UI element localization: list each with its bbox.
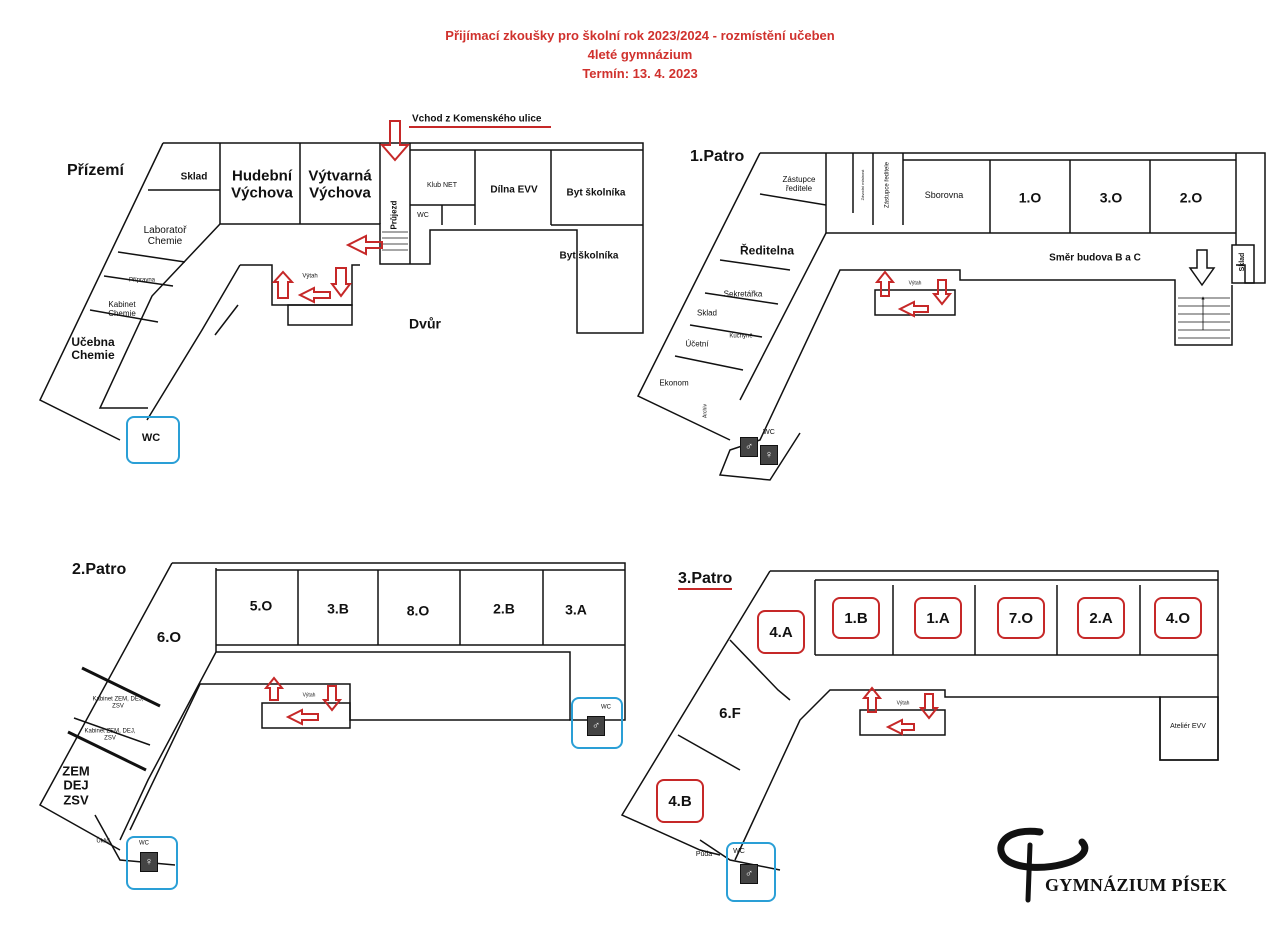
room-2a: 2.A [1077, 597, 1125, 639]
room-zem-dej-zsv: ZEM DEJ ZSV [62, 763, 90, 808]
room-sklad: Sklad [180, 171, 208, 183]
wc-highlight-second-left [126, 836, 178, 890]
room-ekonom: Ekonom [659, 378, 689, 388]
room-wc-third: WC [733, 848, 745, 856]
entrance-label: Vchod z Komenského ulice [412, 113, 542, 125]
wc-person-icon-third: ♂ [740, 864, 758, 884]
room-3a: 3.A [565, 601, 587, 618]
room-sklad-right: Sklad [1239, 252, 1247, 272]
room-6f: 6.F [719, 704, 741, 722]
room-hudebni-vychova: Hudební Výchova [231, 167, 293, 201]
wc-highlight-second-right [571, 697, 623, 749]
room-kabinet-zem-2: Kabinet ZEM, DEJ, ZSV [84, 728, 136, 741]
room-klub-net: Klub NET [427, 182, 457, 190]
room-sborovna: Sborovna [924, 190, 964, 201]
room-sklad-first: Sklad [696, 308, 718, 318]
room-wc-second-left: WC [139, 840, 149, 847]
room-prujezd: Průjezd [389, 200, 399, 230]
room-dilna-evv: Dílna EVV [490, 184, 538, 196]
room-wc-ground: WC [141, 431, 161, 444]
room-6o: 6.O [156, 628, 182, 646]
room-archiv: Archiv [702, 404, 709, 418]
second-floor-title: 2.Patro [72, 561, 127, 578]
direction-budova-b-c: Směr budova B a C [1049, 252, 1141, 264]
room-reditelna: Ředitelna [739, 243, 795, 258]
room-puda: Půda [695, 851, 713, 859]
room-4o: 4.O [1154, 597, 1202, 639]
wc-highlight-ground [126, 416, 180, 464]
room-kabinet-chemie: Kabinet Chemie [108, 300, 136, 318]
wc-highlight-third [726, 842, 776, 902]
room-1a: 1.A [914, 597, 962, 639]
room-byt-skolnika-2: Byt školníka [559, 250, 619, 262]
room-zastupce-reditele: Zástupce ředitele [782, 175, 816, 193]
room-uklid: Úklid [96, 838, 110, 845]
room-3b: 3.B [327, 600, 349, 617]
room-wc-first: WC [763, 429, 775, 437]
room-3o: 3.O [1099, 189, 1123, 206]
room-byt-skolnika-1: Byt školníka [566, 187, 626, 199]
room-zastupce-reditele-2: Zástupce ředitele [884, 161, 891, 209]
room-vytvarna-vychova: Výtvarná Výchova [308, 167, 372, 201]
room-wc-small: WC [417, 212, 429, 220]
room-laborator-chemie: Laboratoř Chemie [143, 225, 187, 247]
room-7o: 7.O [997, 597, 1045, 639]
room-ucetni: Účetní [685, 339, 709, 349]
room-2o: 2.O [1179, 189, 1203, 206]
wc-person-icon-second-right: ♂ [587, 716, 605, 736]
room-5o: 5.O [249, 597, 273, 614]
room-1o: 1.O [1018, 189, 1042, 206]
room-4a: 4.A [757, 610, 805, 654]
ground-floor-title: Přízemí [67, 162, 124, 179]
third-floor-title: 3.Patro [678, 570, 733, 590]
room-2b: 2.B [493, 600, 515, 617]
room-sekretarka: Sekretářka [723, 289, 763, 299]
courtyard-dvur: Dvůr [409, 315, 441, 332]
header-line-3: Termín: 13. 4. 2023 [582, 66, 698, 81]
wc-woman-icon: ♀ [760, 445, 778, 465]
elevator-first: Výtah [908, 280, 922, 287]
room-4b: 4.B [656, 779, 704, 823]
room-kuchyne: Kuchyně [729, 333, 753, 340]
room-ucebna-chemie: Učebna Chemie [71, 334, 115, 362]
room-zavodni-mistnost: Závodní místnost [859, 169, 865, 201]
elevator-ground: Výtah [302, 273, 318, 280]
room-8o: 8.O [406, 602, 430, 619]
first-floor-title: 1.Patro [690, 148, 745, 165]
room-atelier-evv: Ateliér EVV [1170, 723, 1206, 731]
elevator-second: Výtah [302, 692, 316, 699]
header-line-1: Přijímací zkoušky pro školní rok 2023/20… [445, 28, 835, 43]
elevator-third: Výtah [896, 700, 910, 707]
room-1b: 1.B [832, 597, 880, 639]
wc-man-icon: ♂ [740, 437, 758, 457]
header-line-2: 4leté gymnázium [587, 47, 693, 62]
wc-person-icon-second-left: ♀ [140, 852, 158, 872]
room-pripravna: Přípravna [128, 277, 156, 284]
logo-text: GYMNÁZIUM PÍSEK [1045, 875, 1228, 896]
room-kabinet-zem-1: Kabinet ZEM, DEJ, ZSV [92, 696, 144, 709]
room-wc-second-right: WC [601, 704, 611, 711]
